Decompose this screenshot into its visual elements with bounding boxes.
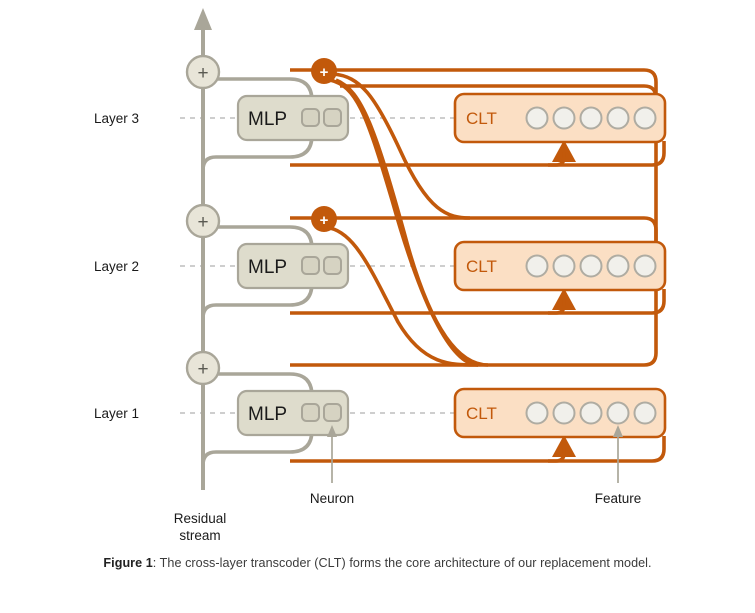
feature-circle[interactable] [552, 106, 576, 130]
layer-3-mlp-box[interactable]: MLP [236, 94, 350, 142]
layer-3-arrow-riser [548, 152, 566, 167]
plus-symbol: + [197, 359, 208, 380]
plus-symbol: + [197, 63, 208, 84]
layer-2-clt-adder-node[interactable]: + [311, 206, 337, 232]
neuron-square[interactable] [323, 108, 342, 127]
layer-3-clt-arrowhead [552, 140, 576, 162]
clt-arrow-risers [548, 152, 566, 463]
clt-label: CLT [466, 109, 497, 128]
layer-3-label: Layer 3 [94, 111, 139, 126]
orange-adder-circle [311, 58, 337, 84]
layer-3-clt-rail [290, 68, 658, 97]
orange-adder-circle [311, 206, 337, 232]
feature-circle[interactable] [525, 401, 549, 425]
feature-circle[interactable] [579, 106, 603, 130]
clt-label: CLT [466, 257, 497, 276]
neuron-square-highlighted[interactable] [323, 403, 342, 422]
feature-circle[interactable] [633, 106, 657, 130]
layer-2-clt-right-riser [548, 289, 666, 315]
residual-adder-nodes: + + + [185, 54, 221, 386]
layer-1-label: Layer 1 [94, 406, 139, 421]
feature-circle[interactable] [552, 401, 576, 425]
crosslayer-l3-to-l1-b [335, 78, 489, 367]
adder-circle [185, 54, 221, 90]
feature-circle[interactable] [525, 106, 549, 130]
clt-output-adder-nodes: + + [311, 58, 337, 232]
layer-3-clt-right-riser [548, 141, 666, 167]
orange-plus-symbol: + [320, 212, 329, 229]
layer-labels: Layer 3 Layer 2 Layer 1 [94, 111, 139, 421]
neuron-square[interactable] [301, 256, 320, 275]
residual-stream-label-line1: Residual [174, 511, 227, 526]
mlp-label: MLP [248, 257, 287, 278]
residual-stream-arrowhead [194, 8, 212, 30]
layer-1-clt-arrowhead [552, 435, 576, 457]
crosslayer-l2-to-l1 [329, 226, 479, 367]
layer-2-adder-node[interactable]: + [185, 203, 221, 239]
figure-caption-prefix: Figure 1 [103, 556, 153, 570]
layer-3-mlp-branch [201, 77, 314, 175]
plus-symbol: + [197, 212, 208, 233]
feature-circle[interactable] [606, 106, 630, 130]
layer-3-clt-adder-node[interactable]: + [311, 58, 337, 84]
neuron-annotation-label: Neuron [310, 491, 354, 506]
mlp-label: MLP [248, 109, 287, 130]
orange-plus-symbol: + [320, 64, 329, 81]
feature-circle[interactable] [552, 254, 576, 278]
feature-circle[interactable] [579, 254, 603, 278]
layer-1-mlp-branch [201, 372, 314, 470]
layer-1-arrow-riser [548, 448, 566, 463]
layer-1-clt-box[interactable]: CLT [453, 387, 667, 439]
crosslayer-l3-to-l2 [332, 72, 471, 220]
figure-caption-text: : The cross-layer transcoder (CLT) forms… [152, 556, 652, 570]
neuron-square[interactable] [301, 403, 320, 422]
mlp-branch-paths [201, 77, 314, 470]
neuron-square[interactable] [323, 256, 342, 275]
layer-2-arrow-riser [548, 300, 566, 315]
clt-architecture-diagram: CLT CLT CLT [94, 8, 667, 543]
layer-1-adder-node[interactable]: + [185, 350, 221, 386]
neuron-pointer-arrowhead [327, 425, 337, 437]
clt-input-arrowheads [552, 140, 576, 457]
feature-circles [525, 401, 657, 425]
feature-circle[interactable] [633, 401, 657, 425]
mlp-label: MLP [248, 404, 287, 425]
feature-annotation-label: Feature [595, 491, 642, 506]
layer-2-mlp-box[interactable]: MLP [236, 242, 350, 290]
neuron-square[interactable] [301, 108, 320, 127]
layer-2-mlp-branch [201, 225, 314, 322]
feature-circles [525, 106, 657, 130]
feature-circle-highlighted[interactable] [606, 401, 630, 425]
feature-circle[interactable] [579, 401, 603, 425]
mlp-box-rect [236, 242, 350, 290]
layer-3-clt-box[interactable]: CLT [453, 92, 667, 144]
clt-label: CLT [466, 404, 497, 423]
feature-pointer-arrowhead [613, 425, 623, 437]
mlp-box-rect [236, 389, 350, 437]
layer-2-clt-rail [290, 216, 658, 245]
layer-2-clt-box[interactable]: CLT [453, 240, 667, 292]
feature-circle[interactable] [633, 254, 657, 278]
clt-connector-paths [290, 68, 666, 463]
layer-1-clt-right-riser [548, 436, 666, 463]
feature-circle[interactable] [606, 254, 630, 278]
layer-2-label: Layer 2 [94, 259, 139, 274]
figure-caption: Figure 1: The cross-layer transcoder (CL… [0, 556, 755, 570]
residual-stream-label-line2: stream [179, 528, 220, 543]
mlp-box-rect [236, 94, 350, 142]
annotation-pointers: Neuron Feature Residual stream [174, 425, 642, 543]
layer-1-mlp-box[interactable]: MLP [236, 389, 350, 437]
layer-3-adder-node[interactable]: + [185, 54, 221, 90]
residual-stream [194, 8, 212, 490]
adder-circle [185, 350, 221, 386]
layer-2-clt-arrowhead [552, 288, 576, 310]
adder-circle [185, 203, 221, 239]
feature-circles [525, 254, 657, 278]
feature-circle[interactable] [525, 254, 549, 278]
